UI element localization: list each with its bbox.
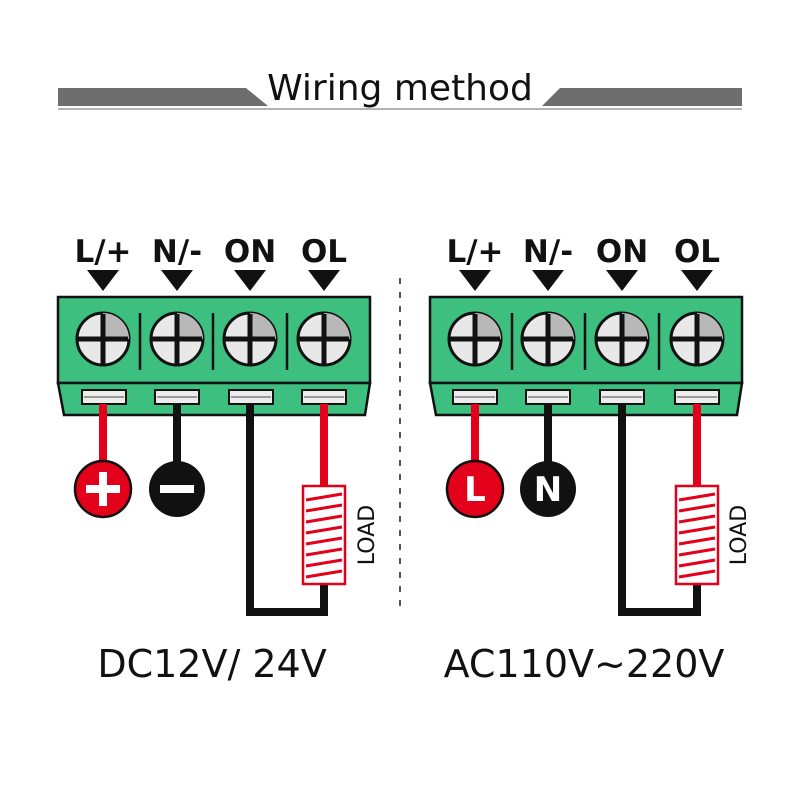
wire-black-loop [246, 404, 328, 616]
live-symbol: L [464, 470, 486, 510]
terminal-block [428, 295, 744, 417]
page-title: Wiring method [267, 68, 533, 109]
terminal-block [56, 295, 372, 417]
wire-slot [599, 389, 645, 405]
arrow-down-icon [308, 270, 340, 291]
terminal-label-on: ON [224, 234, 276, 270]
screw-icon [594, 311, 650, 367]
left-panel: L/+ N/- ON OL [56, 234, 380, 686]
screw-icon [296, 311, 352, 367]
neutral-terminal-icon: N [520, 461, 576, 517]
screw-icon [75, 311, 131, 367]
wire-slot [452, 389, 498, 405]
title-banner: Wiring method [58, 68, 742, 110]
terminal-block-base [428, 381, 744, 417]
screw-icon [669, 311, 725, 367]
terminal-label-ol: OL [301, 234, 347, 270]
arrow-down-icon [234, 270, 266, 291]
screw-icon [447, 311, 503, 367]
arrow-down-icon [681, 270, 713, 291]
terminal-label-n: N/- [152, 234, 202, 270]
banner-left-bar [58, 88, 268, 106]
voltage-label-dc: DC12V/ 24V [97, 642, 326, 686]
wire-slot [525, 389, 571, 405]
live-terminal-icon: L [445, 459, 505, 519]
wire-slot [301, 389, 347, 405]
terminal-label-n: N/- [523, 234, 573, 270]
negative-terminal-icon [149, 461, 205, 517]
terminal-label-ol: OL [674, 234, 720, 270]
load-coil-icon [301, 484, 347, 586]
terminal-label-l: L/+ [446, 234, 503, 270]
wire-slot [154, 389, 200, 405]
screw-icon [222, 311, 278, 367]
wire-black-loop [618, 404, 701, 616]
positive-terminal-icon [73, 459, 133, 519]
arrow-down-icon [532, 270, 564, 291]
neutral-symbol: N [534, 470, 562, 510]
voltage-label-ac: AC110V~220V [444, 642, 725, 686]
wire-slot [228, 389, 274, 405]
screw-icon [520, 311, 576, 367]
terminal-block-base [56, 381, 372, 417]
screw-icon [149, 311, 205, 367]
arrow-down-icon [606, 270, 638, 291]
load-label: LOAD [727, 505, 752, 565]
arrow-down-icon [459, 270, 491, 291]
terminal-label-on: ON [596, 234, 648, 270]
wire-slot [81, 389, 127, 405]
load-coil-icon [674, 484, 720, 586]
terminal-label-l: L/+ [74, 234, 131, 270]
banner-right-bar [542, 88, 742, 106]
wire-slot [674, 389, 720, 405]
arrow-down-icon [87, 270, 119, 291]
right-panel: L/+ N/- ON OL [428, 234, 752, 686]
arrow-down-icon [161, 270, 193, 291]
load-label: LOAD [355, 505, 380, 565]
